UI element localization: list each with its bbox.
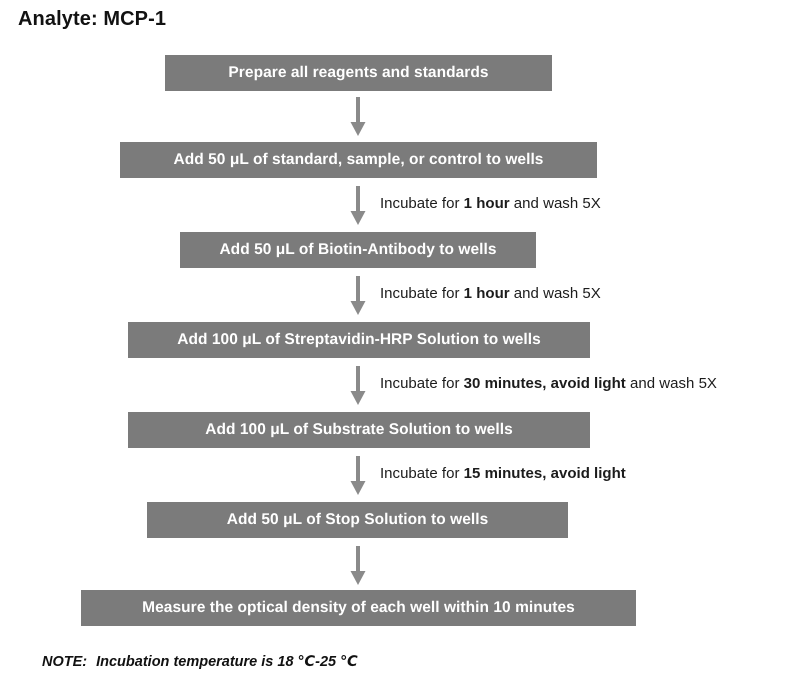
arrow-down-icon-6 bbox=[347, 546, 369, 586]
transition-annotation-3-prefix: Incubate for bbox=[380, 285, 464, 302]
note-label: NOTE: bbox=[42, 654, 88, 670]
flow-step-6: Add 50 μL of Stop Solution to wells bbox=[147, 502, 568, 538]
flow-step-1-label: Prepare all reagents and standards bbox=[228, 64, 489, 81]
transition-annotation-2-prefix: Incubate for bbox=[380, 195, 464, 212]
transition-annotation-2-suffix: and wash 5X bbox=[509, 195, 601, 212]
flow-step-3-label: Add 50 μL of Biotin-Antibody to wells bbox=[219, 241, 497, 258]
transition-annotation-3-suffix: and wash 5X bbox=[509, 285, 601, 302]
flow-step-7: Measure the optical density of each well… bbox=[81, 590, 636, 626]
flow-step-2-label: Add 50 μL of standard, sample, or contro… bbox=[173, 151, 544, 168]
transition-annotation-3: Incubate for 1 hour and wash 5X bbox=[380, 285, 601, 302]
note: NOTE: Incubation temperature is 18 ℃-25 ℃ bbox=[42, 654, 358, 670]
transition-annotation-4-emphasis: 30 minutes, avoid light bbox=[463, 375, 626, 392]
transition-annotation-5-prefix: Incubate for bbox=[380, 465, 464, 482]
flow-step-2: Add 50 μL of standard, sample, or contro… bbox=[120, 142, 597, 178]
transition-annotation-2-emphasis: 1 hour bbox=[463, 195, 510, 212]
transition-annotation-5-emphasis: 15 minutes, avoid light bbox=[463, 465, 626, 482]
flow-step-6-label: Add 50 μL of Stop Solution to wells bbox=[226, 511, 489, 528]
flow-step-5: Add 100 μL of Substrate Solution to well… bbox=[128, 412, 590, 448]
transition-annotation-2: Incubate for 1 hour and wash 5X bbox=[380, 195, 601, 212]
note-text: Incubation temperature is 18 ℃-25 ℃ bbox=[96, 654, 358, 670]
flow-step-1: Prepare all reagents and standards bbox=[165, 55, 552, 91]
transition-annotation-5: Incubate for 15 minutes, avoid light bbox=[380, 465, 626, 482]
page-title: Analyte: MCP-1 bbox=[18, 8, 167, 30]
flow-step-4: Add 100 μL of Streptavidin-HRP Solution … bbox=[128, 322, 590, 358]
transition-annotation-4-prefix: Incubate for bbox=[380, 375, 464, 392]
transition-annotation-3-emphasis: 1 hour bbox=[463, 285, 510, 302]
flow-step-7-label: Measure the optical density of each well… bbox=[142, 599, 575, 616]
transition-annotation-4: Incubate for 30 minutes, avoid light and… bbox=[380, 375, 717, 392]
flow-step-3: Add 50 μL of Biotin-Antibody to wells bbox=[180, 232, 536, 268]
flow-step-4-label: Add 100 μL of Streptavidin-HRP Solution … bbox=[177, 331, 541, 348]
arrow-down-icon-4 bbox=[347, 366, 369, 406]
flow-step-5-label: Add 100 μL of Substrate Solution to well… bbox=[205, 421, 513, 438]
arrow-down-icon-2 bbox=[347, 186, 369, 226]
transition-annotation-4-suffix: and wash 5X bbox=[625, 375, 717, 392]
arrow-down-icon-1 bbox=[347, 97, 369, 137]
arrow-down-icon-3 bbox=[347, 276, 369, 316]
arrow-down-icon-5 bbox=[347, 456, 369, 496]
